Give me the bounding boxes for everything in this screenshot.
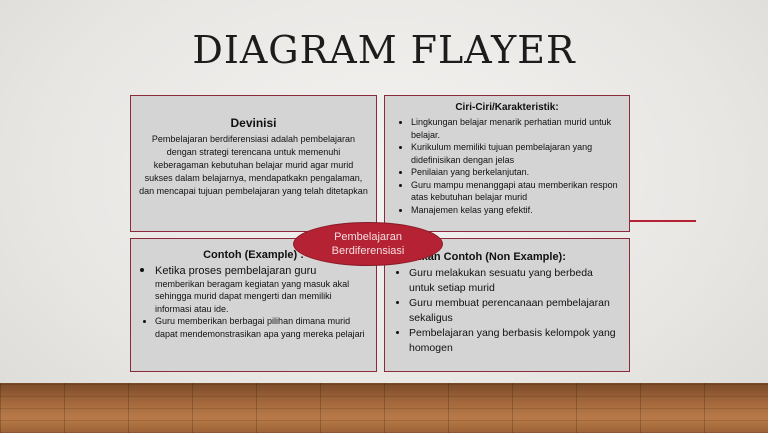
non-examples-heading: Bukan Contoh (Non Example): xyxy=(407,251,566,263)
center-label-line2: Berdiferensiasi xyxy=(331,245,405,257)
definition-box: Devinisi Pembelajaran berdiferensiasi ad… xyxy=(130,95,377,232)
example-item-1-rest: memberikan beragam kegiatan yang masuk a… xyxy=(155,278,350,314)
definition-text: Pembelajaran berdiferensiasi adalah pemb… xyxy=(139,134,368,196)
list-item: Penilaian yang berkelanjutan. xyxy=(411,166,621,179)
list-item: Manajemen kelas yang efektif. xyxy=(411,204,621,217)
characteristics-heading: Ciri-Ciri/Karakteristik: xyxy=(455,102,559,113)
list-item: Kurikulum memiliki tujuan pembelajaran y… xyxy=(411,141,621,166)
list-item: Guru mampu menanggapi atau memberikan re… xyxy=(411,179,621,204)
non-examples-list: Guru melakukan sesuatu yang berbeda untu… xyxy=(393,266,621,356)
list-item: Guru melakukan sesuatu yang berbeda untu… xyxy=(409,266,621,296)
examples-heading: Contoh (Example) : xyxy=(203,249,304,261)
characteristics-list: Lingkungan belajar menarik perhatian mur… xyxy=(393,116,621,216)
list-item: Guru memberikan berbagai pilihan dimana … xyxy=(155,315,368,340)
center-label-line1: Pembelajaran xyxy=(334,231,402,243)
list-item: Pembelajaran yang berbasis kelompok yang… xyxy=(409,326,621,356)
examples-list: Ketika proses pembelajaran guru memberik… xyxy=(139,264,368,340)
page-title: DIAGRAM FLAYER xyxy=(192,28,576,72)
example-item-1-lead: Ketika proses pembelajaran guru xyxy=(155,265,317,277)
list-item: Guru membuat perencanaan pembelajaran se… xyxy=(409,296,621,326)
list-item: Lingkungan belajar menarik perhatian mur… xyxy=(411,116,621,141)
characteristics-box: Ciri-Ciri/Karakteristik: Lingkungan bela… xyxy=(384,95,630,232)
definition-heading: Devinisi xyxy=(230,116,277,130)
non-examples-box: Bukan Contoh (Non Example): Guru melakuk… xyxy=(384,238,630,372)
connector-line xyxy=(630,220,696,222)
list-item: Ketika proses pembelajaran guru memberik… xyxy=(155,264,368,315)
center-ellipse: Pembelajaran Berdiferensiasi xyxy=(293,222,443,266)
wood-floor-background xyxy=(0,383,768,433)
